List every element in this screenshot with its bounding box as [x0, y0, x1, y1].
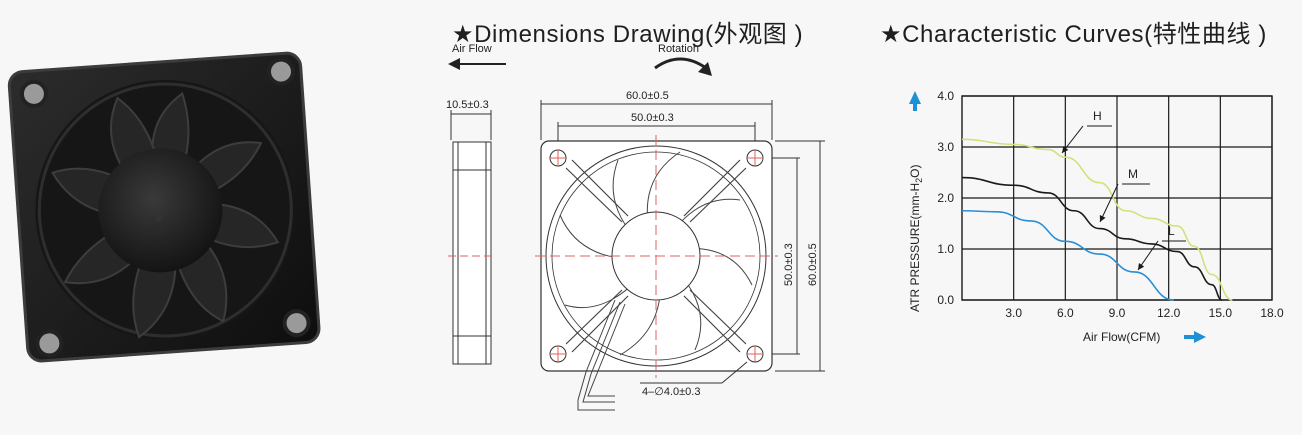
characteristic-curves-chart: 0.0 1.0 2.0 3.0 4.0 3.0 6.0 9.0 12.0 15.0 18.0 H M… — [908, 89, 1284, 344]
side-view — [452, 141, 492, 365]
x-axis-arrow-shaft-icon — [1184, 335, 1196, 339]
leader-arrowhead-icon — [1099, 215, 1106, 222]
mount-hole-icon — [35, 329, 64, 358]
y-axis-label: ATR PRESSURE(mm-H2O) — [908, 165, 924, 312]
air-flow-label: Air Flow — [452, 43, 492, 55]
mount-hole-icon — [266, 57, 295, 86]
thickness-dim: 10.5±0.3 — [446, 99, 489, 111]
hole-spec-dim: 4–∅4.0±0.3 — [642, 386, 700, 398]
curves-title: Characteristic Curves(特性曲线 ) — [902, 21, 1267, 48]
dimensions-drawing: Air Flow Rotation 10.5±0.3 60.0±0.5 50.0… — [446, 43, 825, 411]
star-icon: ★ — [880, 21, 903, 48]
hole-pitch-width-dim: 50.0±0.3 — [631, 112, 674, 124]
leader-arrowhead-icon — [1062, 146, 1069, 153]
curves-heading: ★Characteristic Curves(特性曲线 ) — [880, 14, 1267, 49]
x-tick-label: 18.0 — [1260, 306, 1284, 320]
series-label-h: H — [1093, 109, 1102, 123]
y-tick-label: 1.0 — [937, 242, 954, 256]
dimensions-heading: ★Dimensions Drawing(外观图 ) — [452, 14, 803, 49]
dimensions-title: Dimensions Drawing(外观图 ) — [474, 21, 804, 48]
series-line-h — [961, 138, 1233, 301]
y-axis-arrow-shaft-icon — [913, 103, 917, 111]
y-tick-labels: 0.0 1.0 2.0 3.0 4.0 — [937, 89, 954, 307]
series-labels: H M L — [1061, 109, 1186, 271]
leader-arrowhead-icon — [1138, 263, 1145, 270]
y-tick-label: 3.0 — [937, 140, 954, 154]
series-label-m: M — [1128, 167, 1138, 181]
chart-series — [961, 138, 1233, 301]
air-flow-arrowhead-icon — [448, 58, 460, 70]
front-view — [535, 135, 778, 411]
y-tick-label: 2.0 — [937, 191, 954, 205]
series-label-leader — [1099, 183, 1119, 223]
y-tick-label: 0.0 — [937, 293, 954, 307]
chart-grid — [961, 95, 1273, 301]
y-tick-label: 4.0 — [937, 89, 954, 103]
rotation-label: Rotation — [658, 43, 699, 55]
x-tick-label: 6.0 — [1057, 306, 1074, 320]
overall-width-dim: 60.0±0.5 — [626, 90, 669, 102]
star-icon: ★ — [452, 21, 475, 48]
x-axis-label: Air Flow(CFM) — [1083, 330, 1160, 344]
lead-wires — [577, 299, 626, 411]
series-line-m — [961, 176, 1223, 301]
fan-photo — [7, 51, 321, 363]
x-tick-labels: 3.0 6.0 9.0 12.0 15.0 18.0 — [1005, 306, 1284, 320]
rotation-arrow-icon — [654, 57, 707, 70]
x-tick-label: 9.0 — [1109, 306, 1126, 320]
fan-hub — [98, 148, 223, 273]
y-axis-arrow-icon — [909, 91, 921, 104]
rotation-arrowhead-icon — [698, 62, 712, 76]
mount-hole-icon — [19, 79, 48, 108]
x-axis-arrow-icon — [1194, 331, 1206, 343]
x-tick-label: 15.0 — [1209, 306, 1233, 320]
mount-hole-icon — [282, 309, 311, 338]
series-line-l — [961, 209, 1174, 301]
overall-height-dim: 60.0±0.5 — [807, 243, 819, 286]
x-tick-label: 12.0 — [1157, 306, 1181, 320]
hole-pitch-height-dim: 50.0±0.3 — [783, 243, 795, 286]
x-tick-label: 3.0 — [1005, 306, 1022, 320]
series-label-l: L — [1168, 224, 1175, 238]
